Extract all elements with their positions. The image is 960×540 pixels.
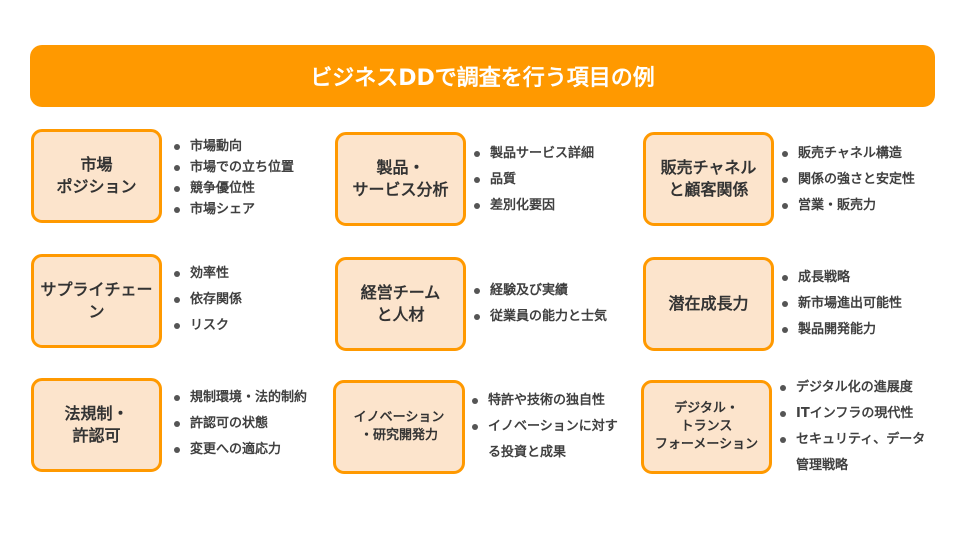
category-sales-channel: 販売チャネル と顧客関係 xyxy=(643,132,774,226)
category-product-service: 製品・ サービス分析 xyxy=(335,132,466,226)
list-item: 特許や技術の独自性 xyxy=(470,388,618,414)
list-item: 関係の強さと安定性 xyxy=(780,167,915,193)
list-item: 差別化要因 xyxy=(472,193,594,219)
list-item-continuation: 管理戦略 xyxy=(796,458,849,473)
list-innovation-rnd: 特許や技術の独自性 イノベーションに対す る投資と成果 xyxy=(470,388,618,466)
list-item: 販売チャネル構造 xyxy=(780,141,915,167)
list-item: 新市場進出可能性 xyxy=(780,291,902,317)
list-item: 規制環境・法的制約 xyxy=(172,385,307,411)
list-item: 品質 xyxy=(472,167,594,193)
list-item: 変更への適応力 xyxy=(172,437,307,463)
list-item: 競争優位性 xyxy=(172,178,294,199)
list-item: 市場シェア xyxy=(172,199,294,220)
category-innovation-rnd: イノベーション ・研究開発力 xyxy=(333,380,465,474)
list-item: セキュリティ、データ xyxy=(778,427,925,453)
list-management-team: 経験及び実績 従業員の能力と士気 xyxy=(472,278,607,330)
list-product-service: 製品サービス詳細 品質 差別化要因 xyxy=(472,141,594,219)
list-item: 従業員の能力と士気 xyxy=(472,304,607,330)
list-digital-transformation: デジタル化の進展度 ITインフラの現代性 セキュリティ、データ 管理戦略 xyxy=(778,375,925,479)
list-item: 効率性 xyxy=(172,261,242,287)
category-regulation: 法規制・ 許認可 xyxy=(31,378,162,472)
list-regulation: 規制環境・法的制約 許認可の状態 変更への適応力 xyxy=(172,385,307,463)
list-item: イノベーションに対す xyxy=(470,414,618,440)
list-item: 許認可の状態 xyxy=(172,411,307,437)
list-item: 依存関係 xyxy=(172,287,242,313)
list-item: デジタル化の進展度 xyxy=(778,375,925,401)
list-item: 市場動向 xyxy=(172,136,294,157)
list-item: 製品サービス詳細 xyxy=(472,141,594,167)
list-item: 成長戦略 xyxy=(780,265,902,291)
list-item: 営業・販売力 xyxy=(780,193,915,219)
list-item-continuation: る投資と成果 xyxy=(488,445,567,460)
category-digital-transformation: デジタル・ トランス フォーメーション xyxy=(641,380,772,474)
list-item: ITインフラの現代性 xyxy=(778,401,925,427)
category-management-team: 経営チーム と人材 xyxy=(335,257,466,351)
list-growth-potential: 成長戦略 新市場進出可能性 製品開発能力 xyxy=(780,265,902,343)
list-item: 市場での立ち位置 xyxy=(172,157,294,178)
category-market-position: 市場 ポジション xyxy=(31,129,162,223)
list-supply-chain: 効率性 依存関係 リスク xyxy=(172,261,242,339)
list-item: 経験及び実績 xyxy=(472,278,607,304)
category-supply-chain: サプライチェー ン xyxy=(31,254,162,348)
list-market-position: 市場動向 市場での立ち位置 競争優位性 市場シェア xyxy=(172,136,294,220)
category-growth-potential: 潜在成長力 xyxy=(643,257,774,351)
list-sales-channel: 販売チャネル構造 関係の強さと安定性 営業・販売力 xyxy=(780,141,915,219)
list-item: 製品開発能力 xyxy=(780,317,902,343)
page-title: ビジネスDDで調査を行う項目の例 xyxy=(30,45,935,107)
list-item: リスク xyxy=(172,313,242,339)
